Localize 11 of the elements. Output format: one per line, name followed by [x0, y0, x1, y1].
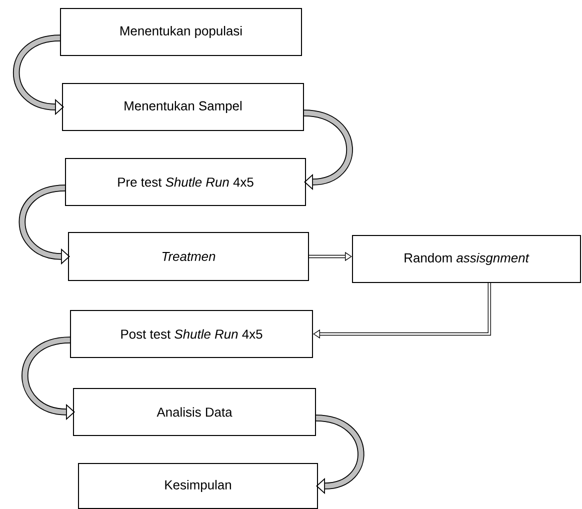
process-box: Random assisgnment: [352, 235, 581, 283]
curved-arrow: [316, 414, 364, 494]
process-box: Menentukan populasi: [60, 8, 302, 56]
curved-arrow: [304, 110, 353, 190]
process-box: Treatmen: [68, 232, 309, 281]
arrow: [313, 283, 491, 339]
process-box: Pre test Shutle Run 4x5: [65, 158, 306, 206]
process-box: Post test Shutle Run 4x5: [70, 310, 313, 358]
process-box: Kesimpulan: [78, 463, 318, 509]
process-box: Analisis Data: [73, 388, 316, 436]
process-box: Menentukan Sampel: [62, 83, 304, 131]
